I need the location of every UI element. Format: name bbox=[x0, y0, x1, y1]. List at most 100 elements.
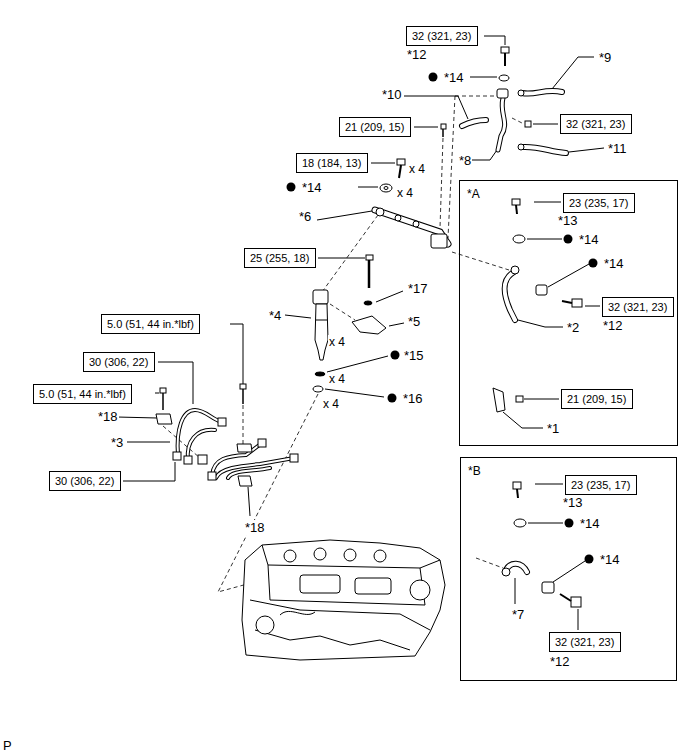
leader-line bbox=[515, 578, 516, 604]
leader-line bbox=[404, 96, 468, 119]
callout-number: *14 bbox=[603, 256, 625, 271]
part-shape bbox=[516, 205, 517, 214]
part-shape bbox=[156, 47, 582, 607]
leader-line bbox=[470, 77, 497, 78]
callout-number: *14 bbox=[579, 516, 601, 531]
inset-heading: *A bbox=[467, 187, 480, 201]
part-shape bbox=[525, 121, 531, 127]
part-shape bbox=[156, 414, 172, 424]
engine-drawing bbox=[242, 540, 445, 660]
injection-pipe bbox=[522, 91, 562, 94]
callout-number: *14 bbox=[578, 232, 600, 247]
leader-line bbox=[578, 609, 579, 630]
injection-pipe bbox=[522, 147, 566, 153]
callout-number: *18 bbox=[244, 520, 266, 535]
assembly-dashed-line bbox=[330, 304, 355, 320]
part-shape bbox=[290, 454, 298, 462]
assembly-dashed-line bbox=[163, 96, 524, 592]
part-shape bbox=[384, 187, 388, 190]
torque-box: 32 (321, 23) bbox=[549, 632, 621, 652]
leader-line bbox=[553, 561, 585, 582]
new-part-dot bbox=[287, 183, 296, 192]
assembly-dashed-line bbox=[440, 138, 443, 228]
engine-drawing bbox=[374, 550, 386, 562]
injection-pipe bbox=[505, 272, 516, 320]
leader-line bbox=[535, 484, 563, 485]
callout-number: x 4 bbox=[328, 335, 346, 350]
part-shape bbox=[497, 89, 508, 98]
callout-number: *14 bbox=[301, 180, 323, 195]
injection-pipe bbox=[216, 458, 294, 478]
assembly-dashed-line bbox=[322, 215, 378, 292]
leader-line bbox=[471, 150, 497, 160]
torque-box: 32 (321, 23) bbox=[406, 26, 478, 46]
torque-value: 32 (321, 23) bbox=[566, 118, 625, 130]
part-shape bbox=[184, 456, 192, 464]
part-shape bbox=[542, 582, 554, 593]
part-shape bbox=[513, 235, 525, 243]
injection-pipe bbox=[178, 91, 566, 572]
part-shape bbox=[313, 386, 323, 392]
engine-drawing bbox=[284, 550, 296, 562]
torque-value: 23 (235, 17) bbox=[569, 197, 628, 209]
torque-value: 5.0 (51, 44 in.*lbf) bbox=[39, 388, 126, 400]
leader-line bbox=[248, 487, 250, 516]
callout-number: *9 bbox=[598, 50, 612, 65]
engine-drawing bbox=[262, 545, 440, 568]
engine-drawing bbox=[250, 600, 430, 630]
part-shape bbox=[504, 53, 506, 66]
part-shape bbox=[413, 221, 419, 227]
part-shape bbox=[316, 320, 327, 321]
part-shape bbox=[352, 316, 386, 334]
callout-number: *6 bbox=[298, 209, 312, 224]
part-shape bbox=[571, 597, 581, 607]
callout-number: *13 bbox=[562, 495, 584, 510]
engine-drawing bbox=[242, 540, 445, 660]
injection-pipe bbox=[522, 147, 566, 153]
part-shape bbox=[160, 388, 166, 393]
new-part-dot bbox=[287, 73, 598, 564]
callout-number: *12 bbox=[406, 47, 428, 62]
assembly-dashed-line bbox=[455, 96, 500, 97]
leader-line bbox=[123, 462, 175, 481]
injection-pipe bbox=[462, 120, 486, 126]
new-part-dot bbox=[565, 519, 574, 528]
callout-number: *14 bbox=[443, 70, 465, 85]
part-shape bbox=[560, 594, 571, 601]
leader-line bbox=[117, 417, 157, 418]
part-shape bbox=[366, 255, 373, 260]
part-shape bbox=[162, 393, 164, 410]
engine-drawing bbox=[410, 580, 430, 600]
leader-line bbox=[524, 399, 559, 400]
injection-pipe bbox=[216, 458, 294, 478]
assembly-dashed-line bbox=[476, 558, 503, 568]
leader-line bbox=[230, 324, 243, 386]
part-shape bbox=[572, 299, 582, 307]
new-part-dot bbox=[388, 394, 397, 403]
leader-line bbox=[569, 148, 604, 152]
torque-box: 25 (255, 18) bbox=[244, 248, 316, 268]
part-shape bbox=[562, 301, 572, 303]
leader-line bbox=[518, 320, 563, 327]
injection-pipe bbox=[498, 98, 505, 150]
assembly-dashed-line bbox=[512, 118, 524, 124]
engine-drawing bbox=[256, 616, 274, 634]
leader-line bbox=[503, 412, 543, 428]
inset-heading: *B bbox=[468, 464, 481, 478]
torque-value: 30 (306, 22) bbox=[55, 475, 114, 487]
callout-number: *4 bbox=[268, 308, 282, 323]
new-part-dot bbox=[391, 351, 400, 360]
assembly-dashed-line bbox=[243, 405, 244, 446]
torque-box: 23 (235, 17) bbox=[565, 475, 637, 495]
injection-pipe bbox=[498, 98, 505, 150]
callout-number: P bbox=[2, 738, 13, 753]
new-part-dot bbox=[589, 259, 598, 268]
leader-line bbox=[528, 523, 563, 524]
part-shape bbox=[512, 199, 520, 205]
leader-line bbox=[533, 124, 558, 125]
torque-value: 5.0 (51, 44 in.*lbf) bbox=[107, 318, 194, 330]
torque-value: 23 (235, 17) bbox=[571, 479, 630, 491]
leader-line bbox=[389, 323, 404, 326]
part-shape bbox=[208, 472, 216, 480]
callout-number: x 4 bbox=[408, 162, 426, 177]
